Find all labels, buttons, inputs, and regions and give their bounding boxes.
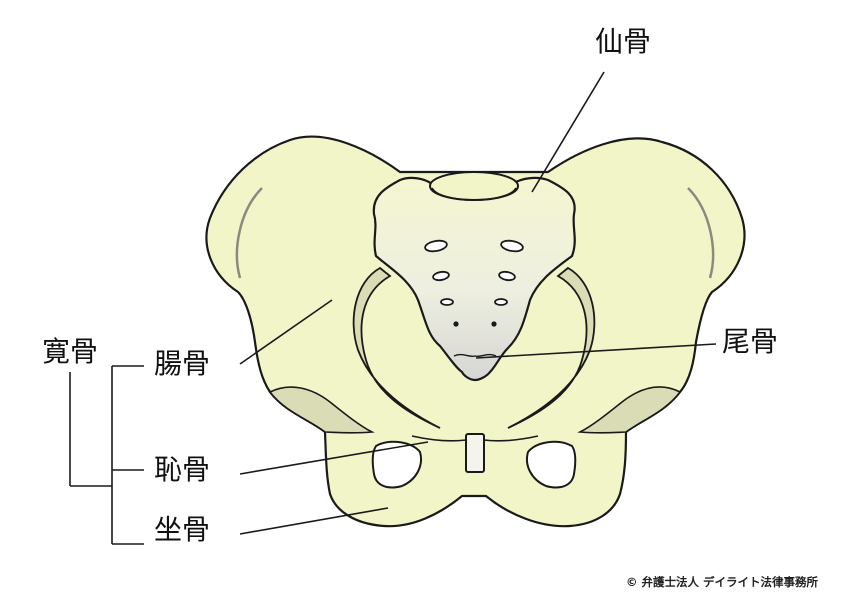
foramen-left-4 (453, 321, 459, 327)
foramen-right-3 (494, 298, 508, 306)
right-iliac-crest-line (687, 187, 715, 279)
label-coccyx: 尾骨 (722, 325, 779, 358)
foramen-left-1 (424, 239, 448, 253)
label-ilium: 腸骨 (154, 347, 211, 380)
sacral-foramina (424, 239, 524, 306)
right-obturator-foramen (526, 440, 577, 489)
leader-sacrum (531, 71, 605, 193)
leader-pubis (239, 441, 429, 475)
right-acetabulum-shade (577, 386, 682, 434)
sacral-base-rim (431, 187, 517, 201)
foramen-right-4 (491, 321, 497, 327)
foramen-left-2 (432, 270, 450, 282)
leader-ilium (239, 299, 333, 365)
left-iliac-crest-line (235, 187, 263, 279)
foramen-left-3 (440, 298, 454, 306)
copyright-notice: © 弁護士法人 デイライト法律事務所 (626, 575, 819, 589)
leader-coccyx (475, 343, 717, 359)
label-pubis: 恥骨 (154, 453, 211, 486)
sacrum (372, 176, 576, 382)
leader-ischium (239, 507, 389, 535)
label-sacrum: 仙骨 (595, 25, 652, 58)
right-pelvic-brim (507, 266, 596, 429)
foramen-right-2 (498, 270, 516, 282)
pubic-symphysis (465, 433, 485, 473)
left-pelvic-brim (352, 266, 441, 429)
pubic-rami-lines (411, 435, 539, 442)
foramen-right-1 (500, 239, 524, 253)
left-acetabulum-shade (268, 386, 375, 434)
coccyx-notch (453, 353, 497, 358)
label-hip-bone: 寛骨 (42, 335, 99, 368)
label-ischium: 坐骨 (154, 513, 211, 546)
leader-lines (69, 71, 717, 545)
